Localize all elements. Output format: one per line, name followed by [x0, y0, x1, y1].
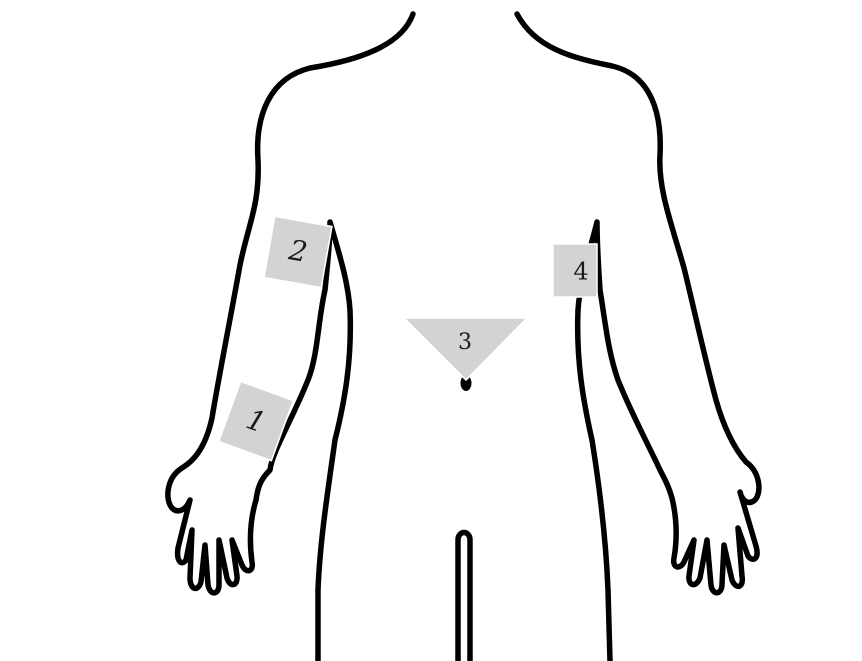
marker-4-label: 4	[573, 258, 588, 286]
crotch-line	[458, 533, 470, 661]
injection-site-markers: 1 2 3 4	[219, 216, 597, 460]
left-outer-contour	[168, 14, 413, 593]
marker-2: 2	[264, 216, 332, 287]
marker-4: 4	[553, 244, 597, 297]
right-outer-contour	[517, 14, 759, 593]
marker-1: 1	[219, 381, 294, 460]
marker-3: 3	[404, 318, 527, 380]
marker-3-label: 3	[458, 330, 472, 355]
